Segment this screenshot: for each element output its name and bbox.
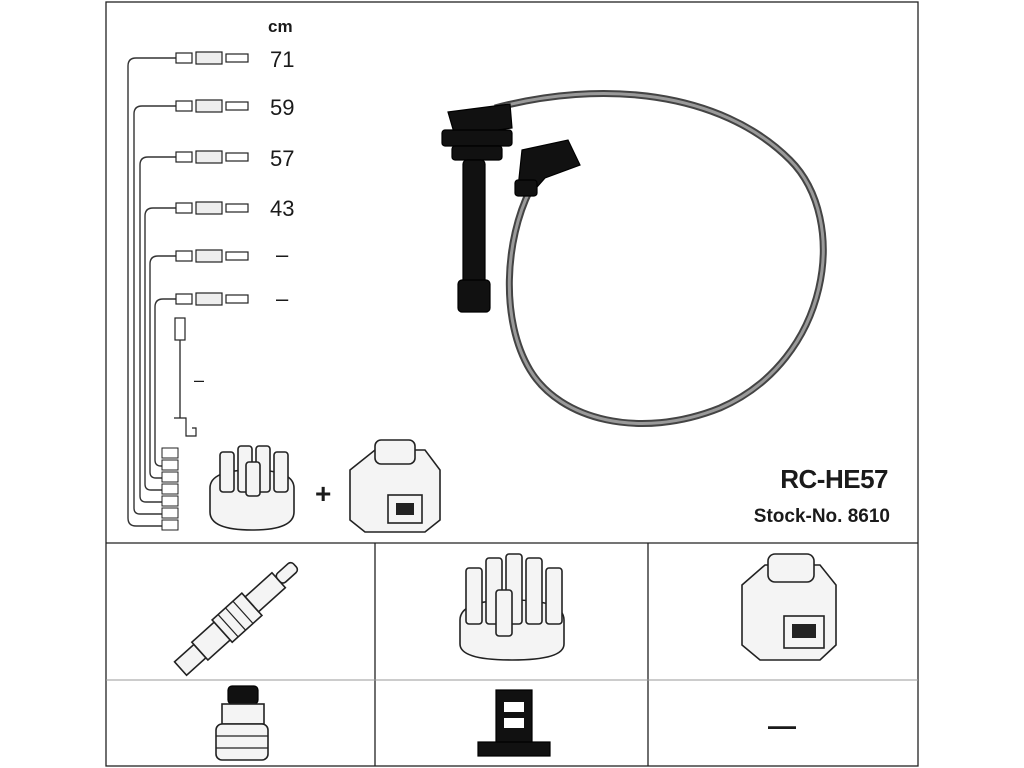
- plug-boot-icon: [441, 103, 513, 313]
- stock-number: Stock-No. 8610: [754, 506, 890, 527]
- lead-connector-row-5: [175, 249, 249, 263]
- lead-length-2: 59: [270, 95, 294, 120]
- ignition-coil-small-icon: [349, 439, 441, 533]
- distributor-cap-icon: [459, 553, 565, 661]
- frame: [105, 1, 919, 767]
- coil-lead-length: –: [194, 370, 204, 390]
- lead-length-6: –: [276, 286, 289, 311]
- part-number: RC-HE57: [780, 464, 888, 494]
- plug-connector-icon: [215, 685, 269, 761]
- lead-connector-row-1: [175, 51, 249, 65]
- ignition-cable-illustration: [441, 90, 827, 427]
- lead-schematic: [127, 51, 249, 531]
- lead-connector-row-6: [175, 292, 249, 306]
- coil-lead: [174, 317, 197, 437]
- lead-connector-row-3: [175, 150, 249, 164]
- coil-connector-value: —: [768, 710, 796, 741]
- length-unit-label: cm: [268, 17, 293, 36]
- distributor-terminal-icon: [477, 689, 551, 757]
- lead-length-5: –: [276, 242, 289, 267]
- lead-length-1: 71: [270, 47, 294, 72]
- lead-connector-row-2: [175, 99, 249, 113]
- lead-connector-row-4: [175, 201, 249, 215]
- spark-plug-icon: [173, 561, 299, 677]
- lead-length-3: 57: [270, 146, 294, 171]
- ignition-coil-icon: [741, 553, 837, 661]
- lead-length-4: 43: [270, 196, 294, 221]
- coil-boot-icon: [514, 139, 581, 197]
- plus-sign: +: [315, 478, 331, 509]
- distributor-cap-small-icon: [209, 445, 295, 531]
- terminal-stack: [161, 447, 179, 531]
